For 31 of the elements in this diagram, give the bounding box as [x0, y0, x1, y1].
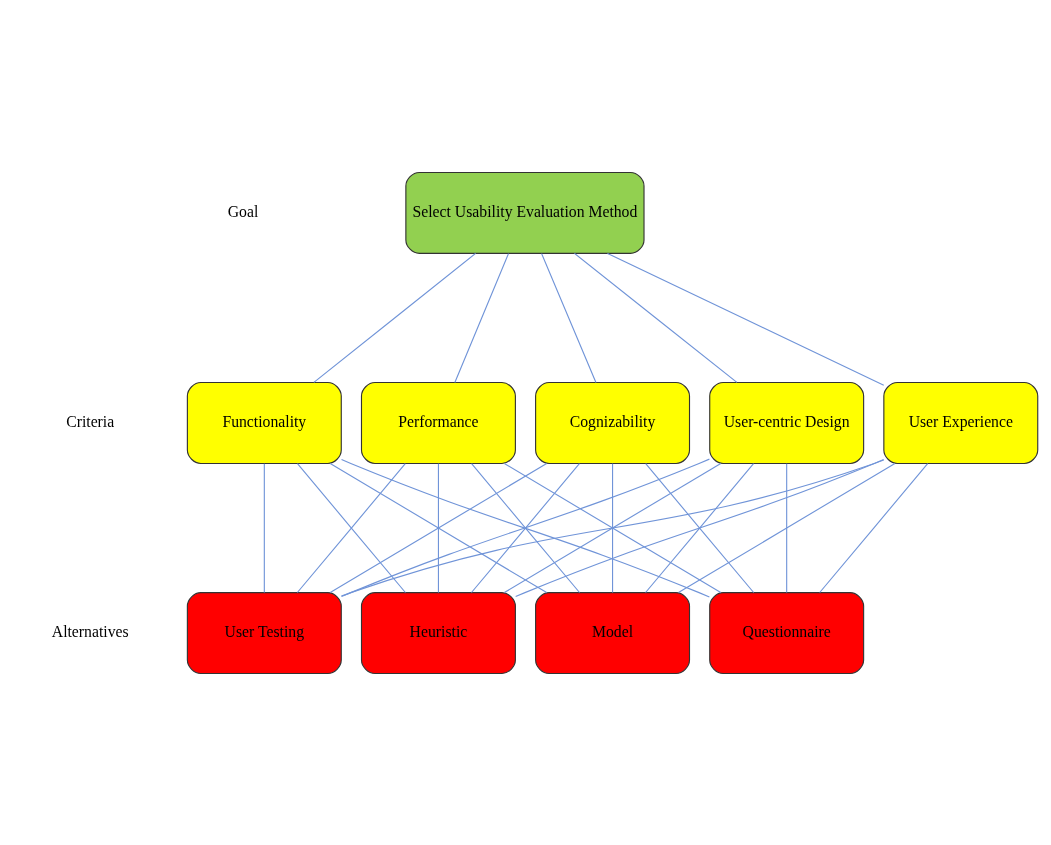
connector	[819, 462, 929, 593]
connector	[263, 462, 265, 593]
node-box: User Testing	[186, 591, 342, 674]
connector	[503, 462, 722, 593]
node-box: Questionnaire	[709, 591, 865, 674]
connector	[329, 462, 548, 593]
node-box: Select Usability Evaluation Method	[405, 171, 645, 254]
connector	[313, 252, 477, 383]
connector	[515, 458, 885, 597]
connector	[606, 252, 885, 386]
node-box: User Experience	[883, 381, 1039, 464]
label: Criteria	[66, 412, 115, 430]
connector	[340, 458, 885, 597]
connector	[341, 458, 710, 597]
node-box: Cognizability	[535, 381, 691, 464]
connector	[573, 252, 738, 383]
connector	[612, 462, 614, 593]
connector	[786, 462, 788, 593]
connector	[677, 462, 896, 593]
connector	[645, 462, 755, 593]
connector	[454, 252, 510, 383]
connector	[541, 252, 597, 383]
label: Goal	[227, 202, 259, 220]
node-box: Heuristic	[360, 591, 516, 674]
connector	[296, 462, 406, 593]
node-box: Functionality	[186, 381, 342, 464]
label: Alternatives	[51, 622, 129, 640]
node-box: Performance	[360, 381, 516, 464]
node-box: Model	[535, 591, 691, 674]
connector	[437, 462, 439, 593]
node-box: User-centric Design	[709, 381, 865, 464]
